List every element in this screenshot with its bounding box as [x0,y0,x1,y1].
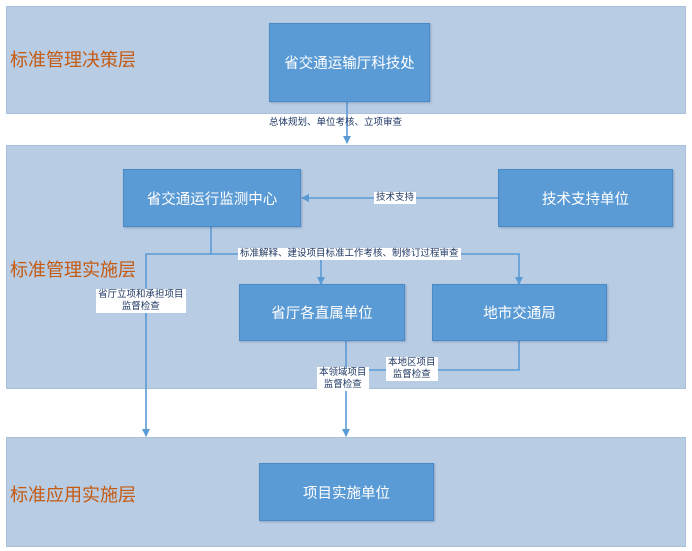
planning-label: 总体规划、单位考核、立项审查 [269,117,403,128]
support-label: 技术支持 [374,192,417,204]
decision-layer-title: 标准管理决策层 [10,50,136,71]
region-label-line2: 监督检查 [392,369,431,380]
region-label: 本地区项目 监督检查 [386,357,438,381]
tech-office-node[interactable]: 省交通运输厅科技处 [269,23,430,102]
edge-provincial [142,253,211,437]
provincial-label: 省厅立项和承担项目 监督检查 [96,289,186,313]
field-label: 本领域项目 监督检查 [317,367,369,391]
city-bureau-node[interactable]: 地市交通局 [432,284,607,341]
tech-support-node[interactable]: 技术支持单位 [498,169,673,227]
provincial-label-line2: 监督检查 [121,301,160,312]
field-label-line2: 监督检查 [323,379,362,390]
interpret-label: 标准解释、建设项目标准工作考核、制修订过程审查 [238,248,461,260]
management-layer-title: 标准管理实施层 [10,260,136,281]
application-layer-title: 标准应用实施层 [10,485,136,506]
field-label-line1: 本领域项目 [319,367,367,378]
project-unit-node[interactable]: 项目实施单位 [259,463,434,521]
provincial-label-line1: 省厅立项和承担项目 [98,289,184,300]
monitor-center-node[interactable]: 省交通运行监测中心 [123,169,301,227]
direct-units-node[interactable]: 省厅各直属单位 [239,284,405,341]
region-label-line1: 本地区项目 [388,357,436,368]
